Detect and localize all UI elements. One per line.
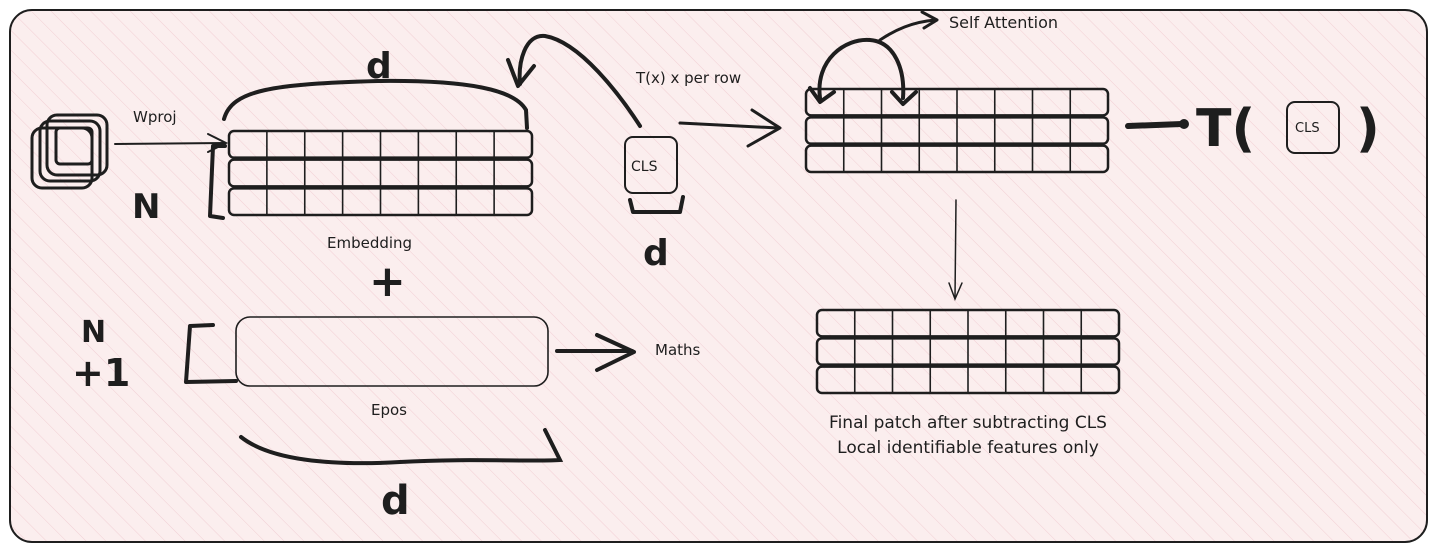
- down-arrow: [948, 199, 963, 301]
- n-plus-one-n: N: [81, 315, 106, 350]
- attention-grid: [804, 87, 1110, 174]
- t-close-label: ): [1356, 99, 1380, 159]
- n-plus-one-rest: +1: [72, 351, 130, 395]
- stacked-images-icon: [30, 113, 109, 190]
- final-grid: [815, 308, 1121, 395]
- cls-token-box: [624, 136, 678, 194]
- d-top-brace: [222, 78, 529, 130]
- cls-output-box: [1286, 101, 1340, 154]
- embedding-label: Embedding: [327, 234, 412, 252]
- output-connector: [1125, 119, 1189, 129]
- embedding-bracket: [208, 144, 227, 220]
- self-attention-label: Self Attention: [949, 13, 1058, 32]
- final-caption-line2: Local identifiable features only: [837, 438, 1099, 458]
- cls-output-label: CLS: [1295, 121, 1320, 136]
- epos-bracket: [184, 323, 238, 384]
- self-attention-pointer: [878, 10, 939, 42]
- maths-arrow: [555, 333, 636, 372]
- cls-d-label: d: [643, 233, 669, 274]
- t-open-label: T(: [1196, 99, 1255, 159]
- cls-curve-arrow: [506, 33, 642, 128]
- wproj-label: Wproj: [133, 108, 177, 126]
- d-bottom-brace: [239, 428, 564, 466]
- cls-d-brace: [628, 195, 685, 214]
- background-panel: [9, 9, 1428, 543]
- transform-row-label: T(x) x per row: [635, 69, 741, 87]
- transform-arrow: [678, 108, 782, 148]
- epos-label: Epos: [371, 401, 407, 419]
- embedding-grid: [227, 129, 534, 217]
- d-bottom-label: d: [381, 478, 410, 524]
- self-attention-arrows: [808, 37, 918, 106]
- plus-sign: +: [369, 256, 406, 307]
- final-caption-line1: Final patch after subtracting CLS: [829, 413, 1107, 433]
- maths-label: Maths: [655, 341, 701, 359]
- epos-box: [235, 316, 549, 387]
- cls-token-label: CLS: [631, 159, 658, 175]
- n-rows-label: N: [132, 187, 160, 227]
